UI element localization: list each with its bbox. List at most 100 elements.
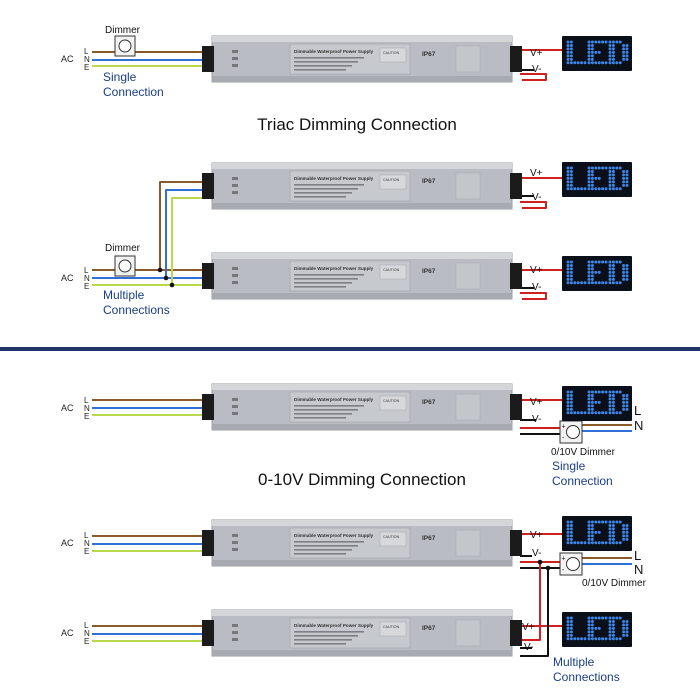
led-dot	[622, 400, 626, 404]
led-dot	[569, 277, 573, 281]
led-dot	[587, 630, 591, 634]
psu-symbol	[232, 184, 238, 187]
led-dot	[622, 270, 626, 274]
led-dot	[590, 407, 594, 411]
led-dot	[590, 166, 594, 170]
led-dot	[569, 187, 573, 191]
led-dot	[594, 637, 598, 641]
led-dot	[608, 619, 612, 623]
led-dot	[622, 183, 626, 187]
psu-top-edge	[212, 520, 512, 526]
caption-multiple-line1: Multiple	[553, 655, 595, 669]
led-dot	[615, 520, 619, 524]
led-dot	[569, 260, 573, 264]
led-dot	[608, 404, 612, 408]
led-dot	[566, 393, 570, 397]
led-dot	[604, 390, 608, 394]
led-dot	[611, 50, 615, 54]
led-dot	[587, 393, 591, 397]
led-dot	[625, 530, 629, 534]
led-dot	[615, 187, 619, 191]
psu-output-gland	[510, 530, 522, 556]
led-dot	[580, 281, 584, 285]
caption-single-line1: Single	[103, 70, 137, 84]
led-dot	[608, 47, 612, 51]
led-dot	[587, 400, 591, 404]
psu-output-panel	[455, 619, 481, 647]
led-dot	[625, 397, 629, 401]
led-dot	[590, 534, 594, 538]
led-dot	[604, 281, 608, 285]
led-dot	[587, 404, 591, 408]
led-dot	[625, 537, 629, 541]
led-dot	[611, 40, 615, 44]
led-dot	[608, 630, 612, 634]
led-dot	[611, 274, 615, 278]
led-dot	[604, 260, 608, 264]
n-terminal-label: N	[84, 629, 90, 638]
led-dot	[618, 166, 622, 170]
led-dot	[611, 637, 615, 641]
psu-caution-box	[379, 531, 407, 547]
psu-symbol	[232, 412, 238, 415]
wire-junction	[545, 565, 551, 571]
psu-output-gland	[510, 263, 522, 289]
led-dot	[601, 166, 605, 170]
psu-label-title: Dimmable Waterproof Power Supply	[294, 266, 374, 271]
vminus-label: V-	[524, 642, 533, 653]
psu-caution: CAUTION	[383, 399, 400, 403]
led-dot	[590, 626, 594, 630]
psu-symbol	[232, 281, 238, 284]
psu-label-line	[294, 278, 358, 280]
led-dot	[587, 183, 591, 187]
led-dot	[622, 630, 626, 634]
psu-output-panel	[455, 529, 481, 557]
led-dot	[587, 40, 591, 44]
led-dot	[615, 390, 619, 394]
led-dot	[587, 633, 591, 637]
led-dot	[590, 47, 594, 51]
vplus-label: V+	[530, 397, 543, 408]
led-dot	[615, 411, 619, 415]
led-dot	[608, 267, 612, 271]
led-dot	[608, 541, 612, 545]
led-dot	[618, 616, 622, 620]
led-dot	[583, 541, 587, 545]
led-dot	[590, 40, 594, 44]
psu-top-edge	[212, 384, 512, 390]
psu-top-edge	[212, 36, 512, 42]
wire-vminus	[520, 292, 547, 300]
led-dot	[618, 187, 622, 191]
led-dot	[566, 619, 570, 623]
led-dot	[622, 530, 626, 534]
psu-label-line	[294, 541, 364, 543]
psu-label-line	[294, 69, 346, 71]
led-dot	[573, 281, 577, 285]
led-dot	[573, 411, 577, 415]
led-dot	[580, 61, 584, 65]
led-dot	[608, 61, 612, 65]
led-dot	[587, 623, 591, 627]
out-n-label: N	[634, 562, 643, 577]
led-dot	[611, 407, 615, 411]
n-terminal-label: N	[84, 404, 90, 413]
led-dot	[622, 180, 626, 184]
led-dot	[594, 50, 598, 54]
led-dot	[622, 274, 626, 278]
led-dot	[590, 267, 594, 271]
led-dot	[587, 187, 591, 191]
caption-single-line2: Connection	[103, 85, 164, 99]
led-dot	[625, 277, 629, 281]
led-dot	[583, 281, 587, 285]
ac-label: AC	[61, 628, 74, 638]
led-dot	[622, 397, 626, 401]
led-dot	[622, 54, 626, 58]
led-dot	[576, 637, 580, 641]
led-dot	[566, 267, 570, 271]
l-terminal-label: L	[84, 266, 89, 275]
led-dot	[590, 530, 594, 534]
